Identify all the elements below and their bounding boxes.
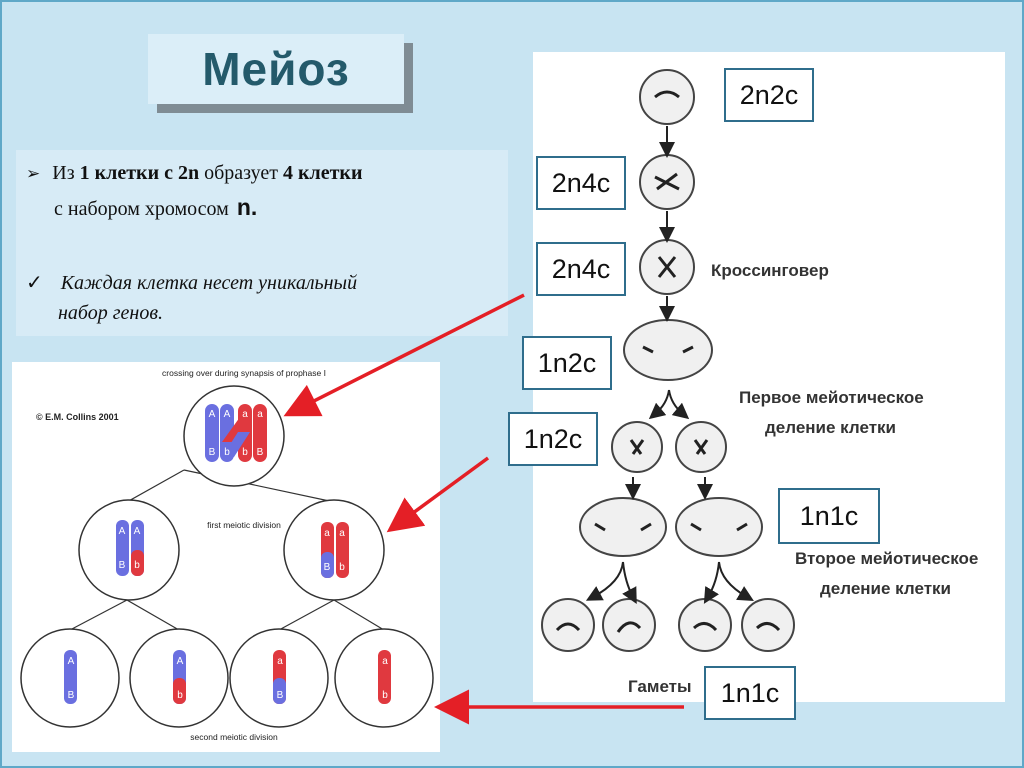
svg-text:a: a (382, 656, 388, 667)
arrow-bullet-icon: ➢ (26, 164, 40, 183)
svg-text:b: b (242, 447, 248, 458)
bullet-2: ✓Каждая клетка несет уникальный (26, 270, 357, 295)
gamete-cell-3: a B (230, 629, 328, 727)
left-meiosis-figure: crossing over during synapsis of prophas… (12, 362, 440, 752)
svg-text:A: A (177, 656, 184, 667)
label-2n2c: 2n2c (724, 68, 814, 122)
svg-text:a: a (339, 528, 345, 539)
svg-text:b: b (339, 562, 345, 573)
cell-division1-right: a a B b (284, 500, 384, 600)
label-2n4c-1: 2n4c (536, 156, 626, 210)
cell-division1-left: A A B b (79, 500, 179, 600)
second-division-subtitle: деление клетки (820, 579, 951, 598)
svg-text:b: b (134, 560, 140, 571)
crossing-over-label: Кроссинговер (711, 261, 829, 280)
gamete-cell-1: A B (21, 629, 119, 727)
bullet-2-cont: набор генов. (58, 302, 163, 325)
gamete-cell-2: A b (130, 629, 228, 727)
svg-text:A: A (119, 526, 126, 537)
svg-text:A: A (224, 409, 231, 420)
svg-text:a: a (277, 656, 283, 667)
second-division-label: second meiotic division (190, 732, 278, 742)
svg-text:b: b (224, 447, 230, 458)
first-division-subtitle: деление клетки (765, 418, 896, 437)
gametes-label: Гаметы (628, 677, 692, 696)
svg-text:B: B (119, 560, 126, 571)
svg-text:B: B (257, 447, 264, 458)
slide-title: Мейоз (202, 42, 350, 96)
caption-top: crossing over during synapsis of prophas… (162, 368, 326, 378)
check-bullet-icon: ✓ (26, 272, 43, 294)
svg-text:b: b (382, 690, 388, 701)
svg-text:B: B (68, 690, 75, 701)
bullet-1: ➢Из 1 клетки с 2n образует 4 клетки (26, 162, 362, 185)
gamete-cell-4: a b (335, 629, 433, 727)
title-box: Мейоз (148, 34, 404, 104)
svg-text:A: A (68, 656, 75, 667)
first-division-label: first meiotic division (207, 520, 281, 530)
label-1n1c-1: 1n1c (778, 488, 880, 544)
label-1n1c-2: 1n1c (704, 666, 796, 720)
left-figure-svg: crossing over during synapsis of prophas… (12, 362, 440, 752)
svg-text:a: a (324, 528, 330, 539)
cell-prophase: A A a a B b b B (184, 386, 284, 486)
svg-text:b: b (177, 690, 183, 701)
label-1n2c-1: 1n2c (522, 336, 612, 390)
text-panel: ➢Из 1 клетки с 2n образует 4 клетки с на… (16, 150, 508, 336)
svg-text:A: A (209, 409, 216, 420)
second-division-title: Второе мейотическое (795, 549, 978, 568)
svg-text:a: a (257, 409, 263, 420)
copyright: © E.M. Collins 2001 (36, 412, 119, 422)
svg-text:B: B (209, 447, 216, 458)
svg-text:a: a (242, 409, 248, 420)
label-2n4c-2: 2n4c (536, 242, 626, 296)
svg-text:B: B (277, 690, 284, 701)
svg-text:B: B (324, 562, 331, 573)
label-1n2c-2: 1n2c (508, 412, 598, 466)
first-division-title: Первое мейотическое (739, 388, 924, 407)
svg-text:A: A (134, 526, 141, 537)
